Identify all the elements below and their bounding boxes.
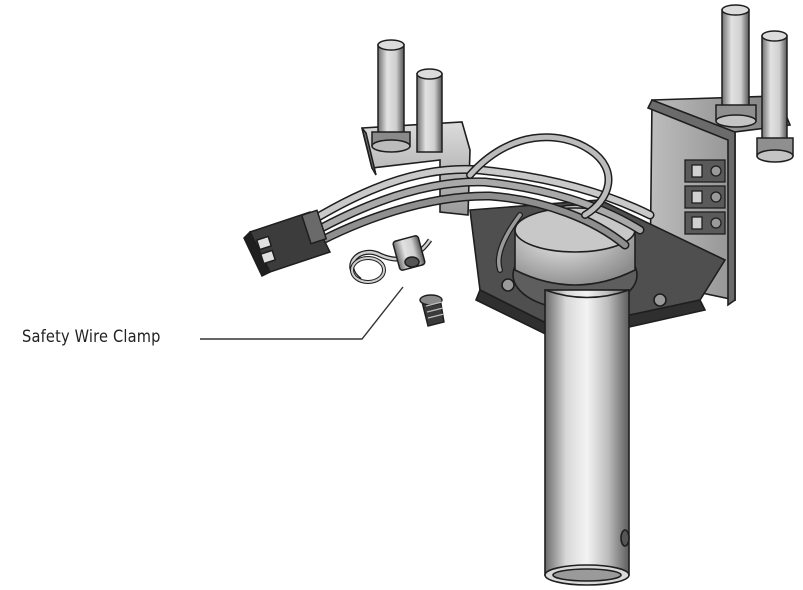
hub-dome <box>512 204 638 310</box>
safety-wire-clamp <box>349 235 433 284</box>
terminal-block <box>684 159 726 235</box>
right-pin-front <box>756 30 794 163</box>
callout-leader-line <box>200 286 404 340</box>
left-pin-rear <box>371 39 411 153</box>
right-pin-rear <box>715 4 757 128</box>
left-pin-front <box>416 68 443 153</box>
mount-tube <box>544 289 630 586</box>
cable-harness <box>295 133 655 273</box>
callout-safety-wire-clamp: Safety Wire Clamp <box>22 327 161 347</box>
connector-plug <box>243 209 332 278</box>
clamp-screw <box>419 294 445 327</box>
